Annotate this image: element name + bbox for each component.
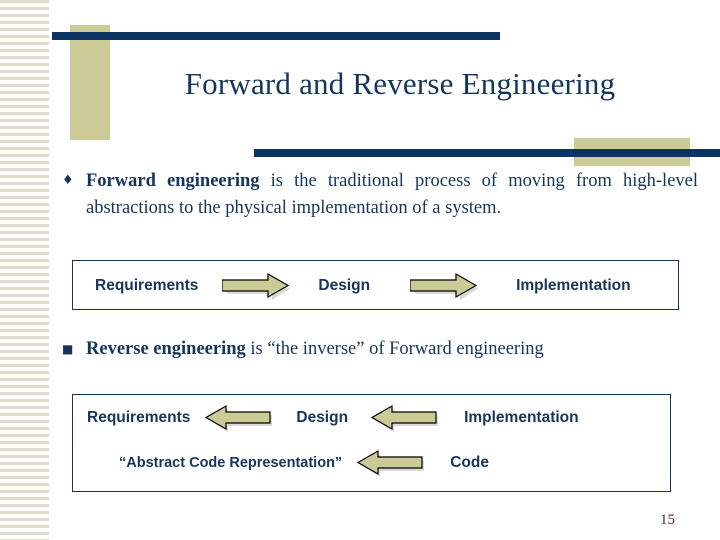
reverse-node-implementation: Implementation bbox=[464, 409, 579, 426]
reverse-engineering-diagram: Requirements Design Implementation “Abst… bbox=[72, 394, 671, 492]
title-navy-rule-bottom bbox=[254, 149, 720, 157]
reverse-flow-row-2: “Abstract Code Representation” Code bbox=[73, 448, 670, 478]
title-khaki-vertical-bar bbox=[70, 25, 110, 140]
diamond-bullet-icon: ♦ bbox=[62, 173, 74, 188]
title-navy-rule-top bbox=[52, 32, 500, 40]
reverse-node-abstract-code-representation: “Abstract Code Representation” bbox=[119, 455, 343, 471]
reverse-flow-row-1: Requirements Design Implementation bbox=[73, 403, 670, 433]
bullet-forward-engineering-text: Forward engineering is the traditional p… bbox=[86, 168, 698, 222]
forward-node-requirements: Requirements bbox=[95, 277, 199, 294]
page-title: Forward and Reverse Engineering bbox=[184, 66, 616, 101]
forward-node-design: Design bbox=[318, 277, 371, 294]
arrow-left-icon bbox=[204, 403, 274, 433]
arrow-right-icon bbox=[221, 271, 294, 301]
bullet-1-lead: Forward engineering bbox=[86, 171, 260, 191]
page-number: 15 bbox=[660, 512, 675, 528]
bullet-forward-engineering: ♦ Forward engineering is the traditional… bbox=[62, 168, 698, 222]
bullet-reverse-engineering: ■ Reverse engineering is “the inverse” o… bbox=[62, 336, 698, 363]
reverse-node-design: Design bbox=[296, 409, 349, 426]
forward-engineering-diagram: Requirements Design Implementation bbox=[72, 260, 679, 310]
bullet-1-rest: is the traditional process of moving fro… bbox=[86, 171, 698, 218]
reverse-node-code: Code bbox=[450, 454, 489, 471]
forward-flow-row: Requirements Design Implementation bbox=[73, 271, 678, 301]
reverse-node-requirements: Requirements bbox=[87, 409, 191, 426]
forward-node-implementation: Implementation bbox=[516, 277, 631, 294]
left-stripe-decoration bbox=[0, 0, 52, 540]
arrow-left-icon bbox=[356, 448, 426, 478]
arrow-left-icon bbox=[370, 403, 440, 433]
bullet-2-lead: Reverse engineering bbox=[86, 339, 246, 359]
bullet-reverse-engineering-text: Reverse engineering is “the inverse” of … bbox=[86, 336, 698, 363]
square-bullet-icon: ■ bbox=[62, 342, 74, 356]
arrow-right-icon bbox=[409, 271, 482, 301]
bullet-2-rest: is “the inverse” of Forward engineering bbox=[245, 339, 544, 359]
